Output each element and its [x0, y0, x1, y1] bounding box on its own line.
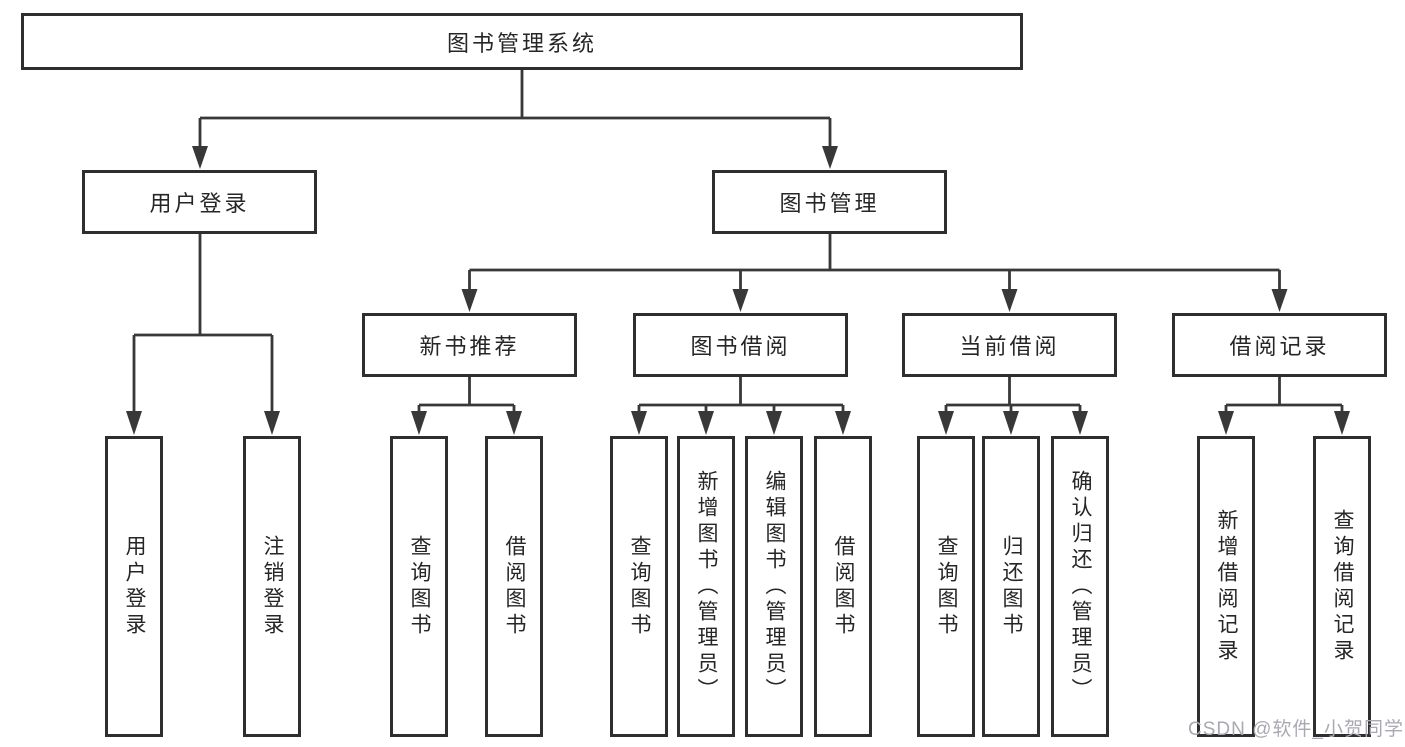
- leaf-query-books-borrow: 查询图书: [610, 436, 668, 737]
- leaf-add-books-admin: 新增图书（管理员）: [677, 436, 735, 737]
- node-book-borrow: 图书借阅: [633, 313, 848, 377]
- node-book-management-branch: 图书管理: [712, 170, 947, 234]
- leaf-logout: 注销登录: [243, 436, 301, 737]
- node-current-borrow: 当前借阅: [902, 313, 1117, 377]
- leaf-borrow-books: 借阅图书: [814, 436, 872, 737]
- node-new-book-recommend: 新书推荐: [362, 313, 577, 377]
- node-root-system: 图书管理系统: [21, 13, 1023, 70]
- watermark: CSDN @软件_小贺同学: [1188, 719, 1404, 740]
- leaf-query-borrow-record: 查询借阅记录: [1313, 436, 1371, 737]
- node-borrow-records: 借阅记录: [1172, 313, 1387, 377]
- leaf-query-books-current: 查询图书: [917, 436, 975, 737]
- leaf-edit-books-admin: 编辑图书（管理员）: [745, 436, 803, 737]
- leaf-query-books-recommend: 查询图书: [390, 436, 448, 737]
- leaf-borrow-books-recommend: 借阅图书: [485, 436, 543, 737]
- node-user-login-branch: 用户登录: [82, 170, 317, 234]
- leaf-user-login: 用户登录: [105, 436, 163, 737]
- leaf-return-books: 归还图书: [982, 436, 1040, 737]
- leaf-confirm-return-admin: 确认归还（管理员）: [1051, 436, 1109, 737]
- leaf-add-borrow-record: 新增借阅记录: [1197, 436, 1255, 737]
